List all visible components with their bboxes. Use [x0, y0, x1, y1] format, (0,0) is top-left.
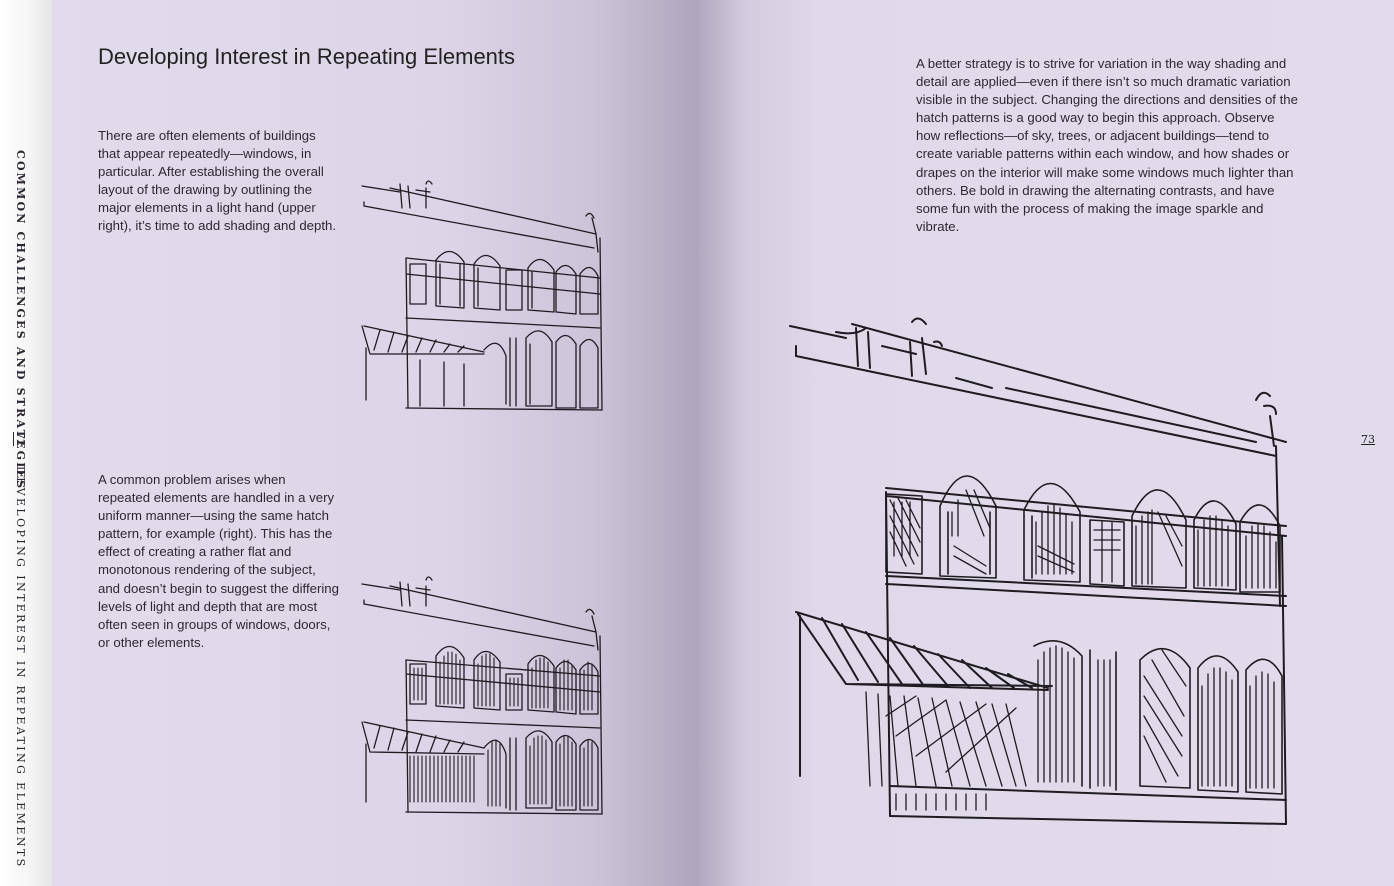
side-tab — [0, 0, 52, 886]
intro-paragraph: There are often elements of buildings th… — [98, 128, 337, 234]
page-title: Developing Interest in Repeating Element… — [98, 44, 516, 69]
page-number-right: 73 — [1361, 433, 1375, 446]
problem-paragraph: A common problem arises when repeated el… — [98, 472, 339, 650]
sketch-uniform-hatch — [361, 576, 603, 815]
sketch-varied-hatch — [789, 317, 1287, 825]
page-number-left: 72 — [14, 432, 27, 446]
section-title: DEVELOPING INTEREST IN REPEATING ELEMENT… — [14, 466, 27, 869]
sketch-outline — [361, 180, 603, 411]
right-page — [699, 0, 1394, 886]
left-page — [52, 0, 699, 886]
chapter-title: COMMON CHALLENGES AND STRATEGIES — [14, 150, 27, 491]
chapter-tab-text: COMMON CHALLENGES AND STRATEGIES 72 DEVE… — [14, 150, 36, 869]
strategy-paragraph: A better strategy is to strive for varia… — [916, 56, 1298, 234]
